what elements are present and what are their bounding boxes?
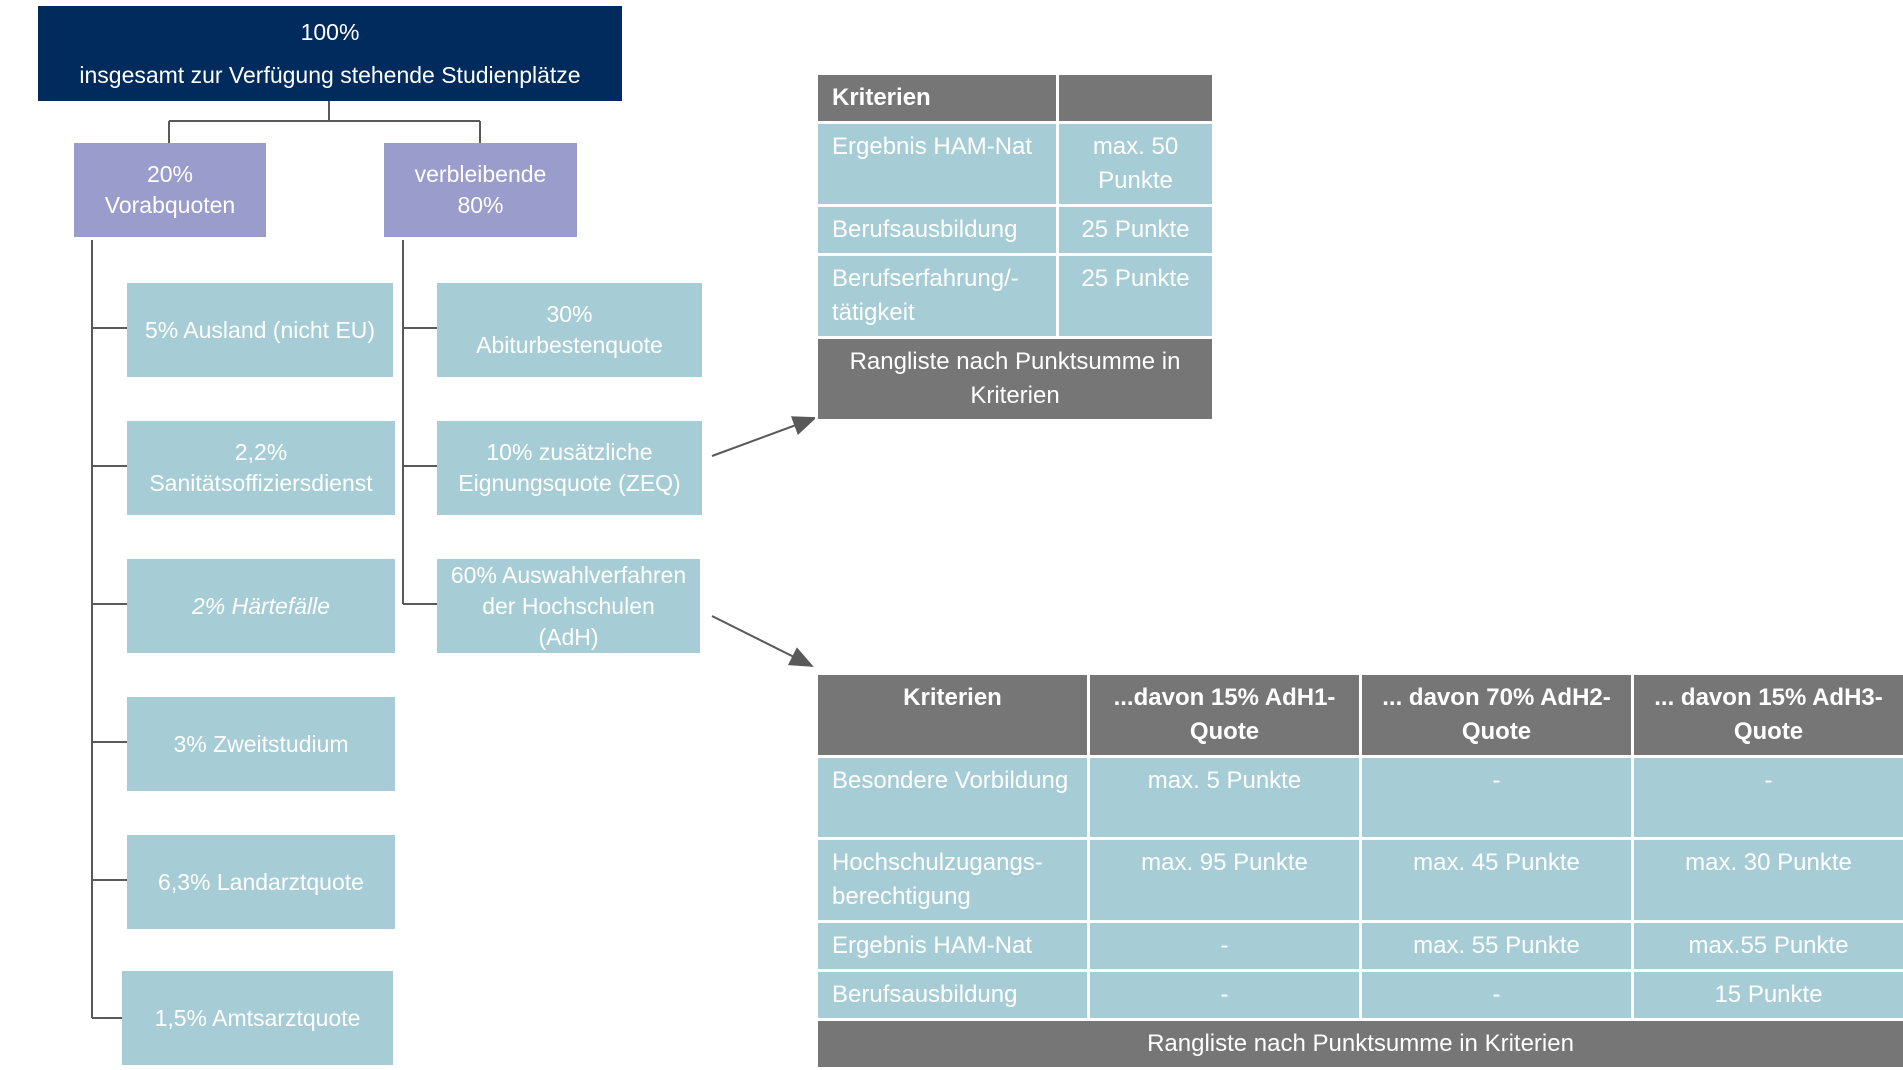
quota-landarzt-label: 6,3% Landarztquote	[158, 867, 364, 898]
header-adh1: ...davon 15% AdH1-Quote	[1089, 674, 1361, 757]
verbleibende-box: verbleibende 80%	[384, 143, 577, 237]
table-header-row: Kriterien ...davon 15% AdH1-Quote ... da…	[817, 674, 1903, 757]
criterion-cell: Ergebnis HAM-Nat	[817, 922, 1089, 971]
quota-ausland-label: 5% Ausland (nicht EU)	[145, 315, 375, 346]
header-criteria: Kriterien	[817, 74, 1058, 123]
quota-zeq-line1: 10% zusätzliche	[486, 437, 652, 468]
quota-sanitaetsoffizier-label: Sanitätsoffiziersdienst	[149, 468, 372, 499]
adh1-cell: max. 5 Punkte	[1089, 757, 1361, 839]
header-adh2: ... davon 70% AdH2-Quote	[1361, 674, 1633, 757]
quota-adh-line1: 60% Auswahlverfahren	[451, 560, 686, 591]
header-empty	[1058, 74, 1214, 123]
quota-zweitstudium-box: 3% Zweitstudium	[127, 697, 395, 791]
header-adh3: ... davon 15% AdH3-Quote	[1633, 674, 1903, 757]
vorabquoten-box: 20% Vorabquoten	[74, 143, 266, 237]
adh3-cell: max. 30 Punkte	[1633, 839, 1903, 922]
table-header-row: Kriterien	[817, 74, 1214, 123]
table-row: Besondere Vorbildung max. 5 Punkte - -	[817, 757, 1903, 839]
table-row: Berufserfahrung/-tätigkeit 25 Punkte	[817, 255, 1214, 338]
header-criteria: Kriterien	[817, 674, 1089, 757]
criterion-cell: Berufserfahrung/-tätigkeit	[817, 255, 1058, 338]
adh1-cell: -	[1089, 971, 1361, 1020]
quota-sanitaetsoffizier-percent: 2,2%	[235, 437, 287, 468]
points-cell: max. 50 Punkte	[1058, 123, 1214, 206]
table-row: Berufsausbildung - - 15 Punkte	[817, 971, 1903, 1020]
table-footer-row: Rangliste nach Punktsumme in Kriterien	[817, 1020, 1903, 1069]
vorab-percent: 20%	[147, 159, 193, 190]
quota-adh-line2: der Hochschulen	[482, 591, 655, 622]
quota-abiturbesten-box: 30% Abiturbestenquote	[437, 283, 702, 377]
ranking-footer: Rangliste nach Punktsumme in Kriterien	[817, 1020, 1903, 1069]
quota-amtsarzt-box: 1,5% Amtsarztquote	[122, 971, 393, 1065]
quota-landarzt-box: 6,3% Landarztquote	[127, 835, 395, 929]
points-cell: 25 Punkte	[1058, 255, 1214, 338]
adh1-cell: -	[1089, 922, 1361, 971]
adh2-cell: max. 45 Punkte	[1361, 839, 1633, 922]
quota-zeq-line2: Eignungsquote (ZEQ)	[458, 468, 680, 499]
adh-criteria-table: Kriterien ...davon 15% AdH1-Quote ... da…	[815, 672, 1903, 1070]
table-row: Hochschulzugangs-berechtigung max. 95 Pu…	[817, 839, 1903, 922]
adh1-cell: max. 95 Punkte	[1089, 839, 1361, 922]
adh3-cell: max.55 Punkte	[1633, 922, 1903, 971]
adh2-cell: -	[1361, 971, 1633, 1020]
table-row: Ergebnis HAM-Nat max. 50 Punkte	[817, 123, 1214, 206]
quota-sanitaetsoffizier-box: 2,2% Sanitätsoffiziersdienst	[127, 421, 395, 515]
adh3-cell: 15 Punkte	[1633, 971, 1903, 1020]
quota-haertefaelle-label: 2% Härtefälle	[192, 591, 330, 622]
quota-zweitstudium-label: 3% Zweitstudium	[173, 729, 348, 760]
quota-ausland-box: 5% Ausland (nicht EU)	[127, 283, 393, 377]
criterion-cell: Hochschulzugangs-berechtigung	[817, 839, 1089, 922]
total-label: insgesamt zur Verfügung stehende Studien…	[79, 60, 580, 91]
ranking-footer: Rangliste nach Punktsumme in Kriterien	[817, 338, 1214, 421]
criterion-cell: Besondere Vorbildung	[817, 757, 1089, 839]
quota-abiturbesten-label: Abiturbestenquote	[476, 330, 663, 361]
quota-haertefaelle-box: 2% Härtefälle	[127, 559, 395, 653]
quota-adh-box: 60% Auswahlverfahren der Hochschulen (Ad…	[437, 559, 700, 653]
quota-zeq-box: 10% zusätzliche Eignungsquote (ZEQ)	[437, 421, 702, 515]
table-footer-row: Rangliste nach Punktsumme in Kriterien	[817, 338, 1214, 421]
total-places-box: 100% insgesamt zur Verfügung stehende St…	[38, 6, 622, 101]
criterion-cell: Ergebnis HAM-Nat	[817, 123, 1058, 206]
criterion-cell: Berufsausbildung	[817, 206, 1058, 255]
quota-amtsarzt-label: 1,5% Amtsarztquote	[155, 1003, 361, 1034]
zeq-criteria-table: Kriterien Ergebnis HAM-Nat max. 50 Punkt…	[815, 72, 1215, 422]
verbleibend-percent: 80%	[457, 190, 503, 221]
quota-abiturbesten-percent: 30%	[546, 299, 592, 330]
criterion-cell: Berufsausbildung	[817, 971, 1089, 1020]
vorab-label: Vorabquoten	[105, 190, 235, 221]
total-percent: 100%	[301, 17, 360, 48]
points-cell: 25 Punkte	[1058, 206, 1214, 255]
adh2-cell: -	[1361, 757, 1633, 839]
adh3-cell: -	[1633, 757, 1903, 839]
adh2-cell: max. 55 Punkte	[1361, 922, 1633, 971]
verbleibend-label: verbleibende	[415, 159, 547, 190]
table-row: Ergebnis HAM-Nat - max. 55 Punkte max.55…	[817, 922, 1903, 971]
quota-adh-line3: (AdH)	[538, 622, 598, 653]
table-row: Berufsausbildung 25 Punkte	[817, 206, 1214, 255]
